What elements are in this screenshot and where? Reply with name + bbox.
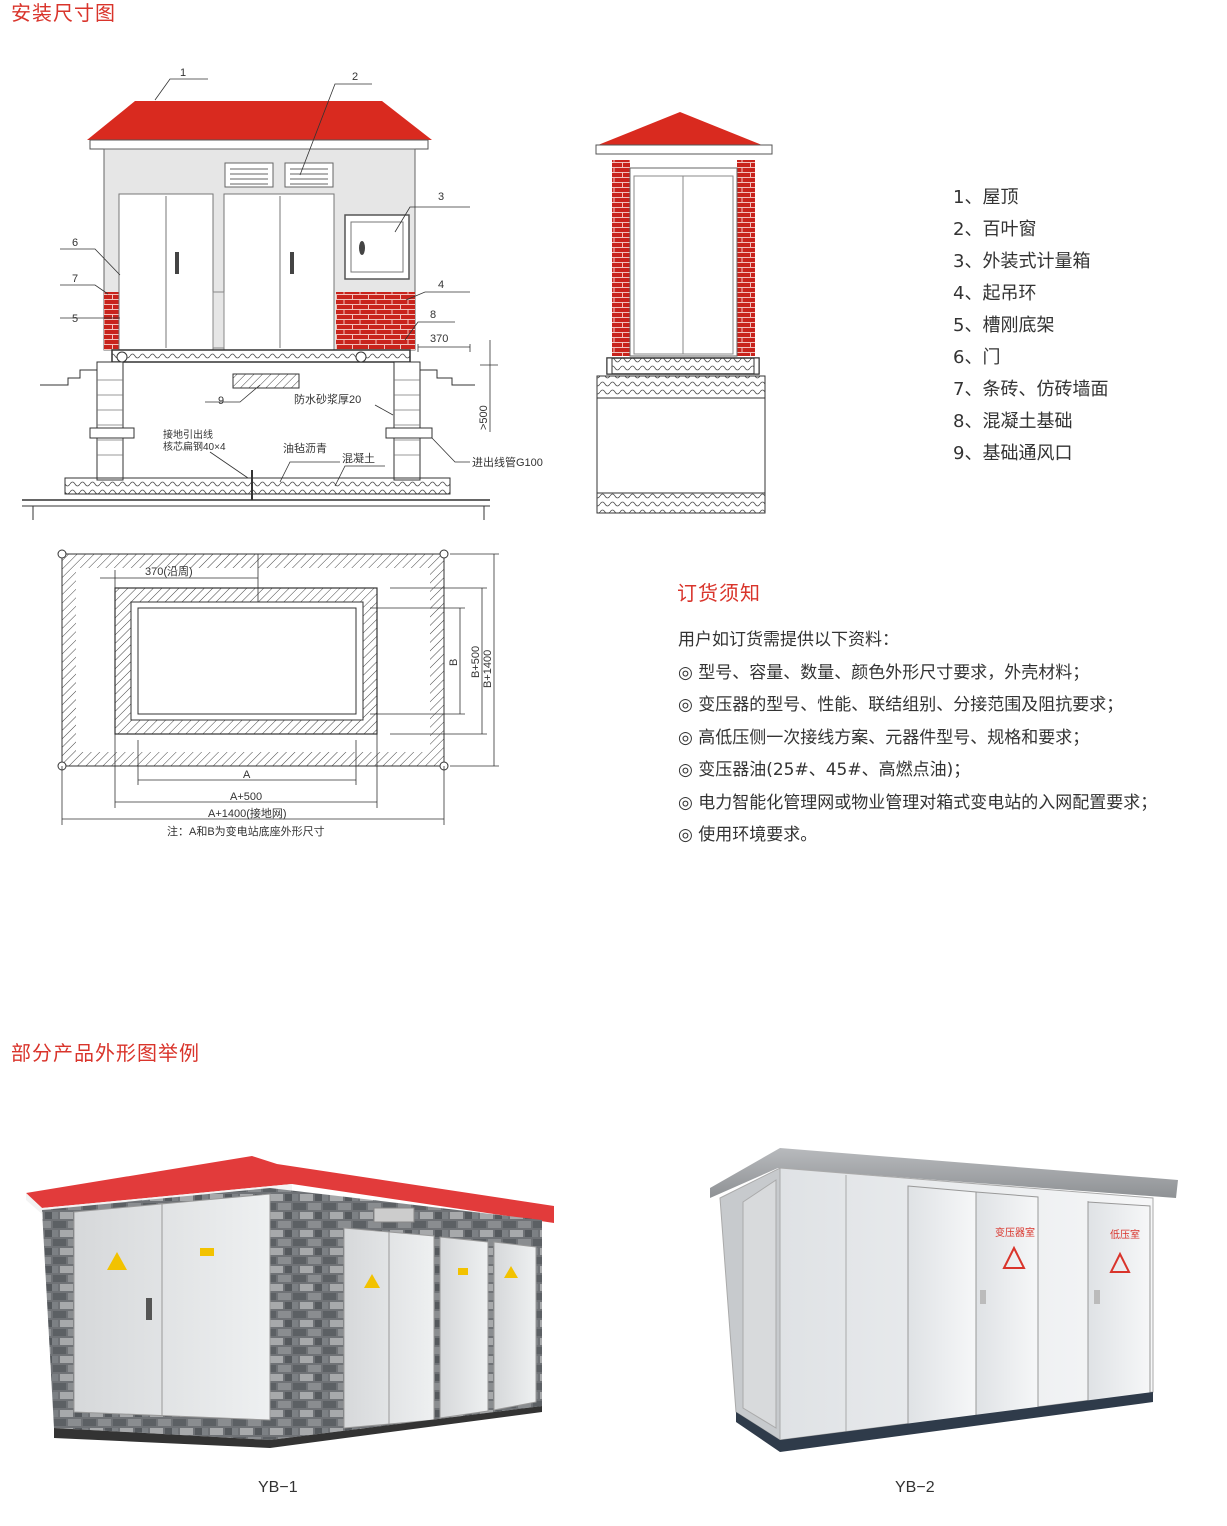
caption-yb1: YB−1 <box>258 1479 298 1496</box>
dim-b1400: B+1400 <box>482 650 494 688</box>
legend-item: 4、起吊环 <box>953 283 1037 304</box>
dim-b500: B+500 <box>470 646 482 678</box>
order-item: ◎ 电力智能化管理网或物业管理对箱式变电站的入网配置要求； <box>678 792 1158 813</box>
plan-note: 注：A和B为变电站底座外形尺寸 <box>167 824 325 838</box>
dim-370: 370 <box>430 333 448 345</box>
yb2-label-lowvoltage: 低压室 <box>1110 1228 1140 1241</box>
callout-6: 6 <box>72 237 78 249</box>
callout-4: 4 <box>438 279 444 291</box>
section-title-install: 安装尺寸图 <box>11 1 116 25</box>
legend-item: 3、外装式计量箱 <box>953 251 1091 272</box>
callout-2: 2 <box>352 71 358 83</box>
parts-legend: 1、屋顶 2、百叶窗 3、外装式计量箱 4、起吊环 5、槽刚底架 6、门 7、条… <box>953 182 1108 470</box>
order-item: ◎ 变压器的型号、性能、联结组别、分接范围及阻抗要求； <box>678 695 1124 715</box>
dim-b: B <box>448 659 460 666</box>
callout-7: 7 <box>72 273 78 285</box>
callout-3: 3 <box>438 191 444 203</box>
callout-1: 1 <box>180 67 186 79</box>
legend-item: 7、条砖、仿砖墙面 <box>953 379 1109 400</box>
section-title-products: 部分产品外形图举例 <box>11 1041 200 1065</box>
order-item: ◎ 使用环境要求。 <box>678 825 818 845</box>
order-item: ◎ 变压器油(25#、45#、高燃点油)； <box>678 760 971 780</box>
product-image-yb1 <box>26 1156 554 1448</box>
roof <box>87 101 432 140</box>
caption-yb2: YB−2 <box>895 1479 935 1496</box>
callout-9: 9 <box>218 395 224 407</box>
order-item: ◎ 型号、容量、数量、颜色外形尺寸要求，外壳材料； <box>678 662 1090 683</box>
callout-8: 8 <box>430 309 436 321</box>
order-intro: 用户如订货需提供以下资料： <box>678 630 899 650</box>
product-image-yb2: 变压器室 低压室 <box>710 1148 1178 1452</box>
section-title-order: 订货须知 <box>677 581 761 605</box>
label-asphalt: 油毡沥青 <box>283 441 327 455</box>
dim-a: A <box>243 769 251 781</box>
label-waterproof: 防水砂浆厚20 <box>294 392 361 406</box>
dim-depth: >500 <box>478 405 490 430</box>
legend-item: 5、槽刚底架 <box>953 315 1055 336</box>
dim-perimeter: 370(沿周) <box>145 565 193 578</box>
legend-item: 1、屋顶 <box>953 187 1019 208</box>
order-notes: 用户如订货需提供以下资料： ◎ 型号、容量、数量、颜色外形尺寸要求，外壳材料； … <box>678 624 1157 852</box>
legend-item: 2、百叶窗 <box>953 219 1037 240</box>
order-item: ◎ 高低压侧一次接线方案、元器件型号、规格和要求； <box>678 727 1090 748</box>
label-concrete: 混凝土 <box>342 451 375 465</box>
label-cable-pipe: 进出线管G100 <box>472 455 543 469</box>
plan-view-drawing: 370(沿周) A A+500 A+1400(接地网) 注：A和B为变电站底座外… <box>57 549 499 838</box>
legend-item: 9、基础通风口 <box>953 443 1073 464</box>
dim-a1400: A+1400(接地网) <box>208 807 287 820</box>
yb2-label-transformer: 变压器室 <box>995 1226 1035 1239</box>
dim-a500: A+500 <box>230 791 262 803</box>
legend-item: 8、混凝土基础 <box>953 411 1073 432</box>
label-ground-lead: 接地引出线 <box>163 428 213 441</box>
legend-item: 6、门 <box>953 347 1001 368</box>
side-elevation-drawing <box>595 112 773 514</box>
label-ground-steel: 核芯扁钢40×4 <box>163 440 226 453</box>
callout-5: 5 <box>72 313 78 325</box>
front-elevation-drawing: 1 2 3 4 5 6 7 8 9 370 防水砂浆厚20 接地引出线 核芯扁钢… <box>22 67 543 520</box>
